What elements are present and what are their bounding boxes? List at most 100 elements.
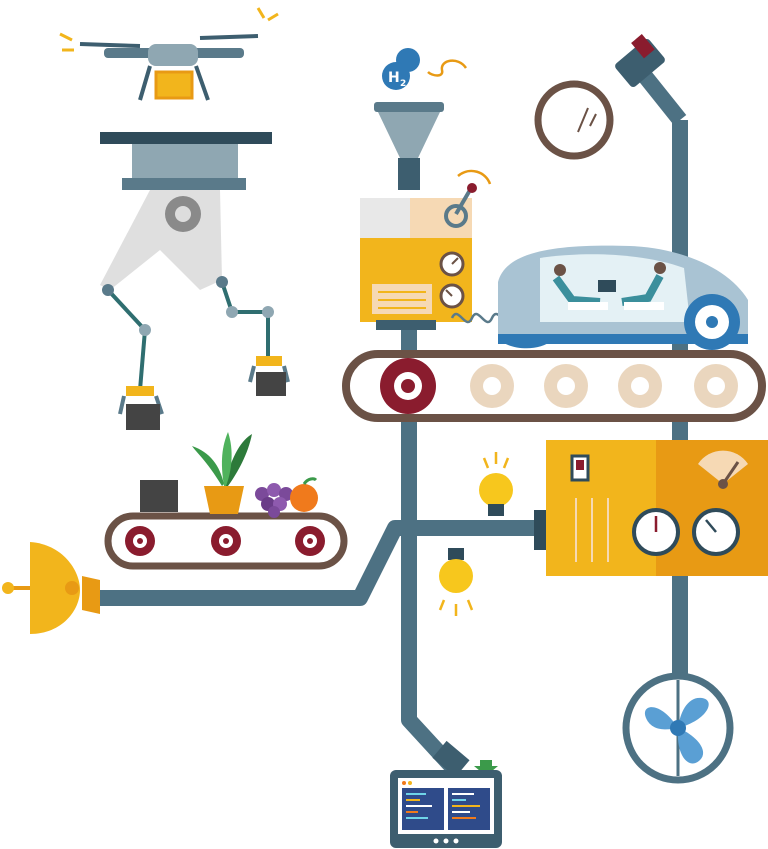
gauge-needle	[445, 289, 453, 297]
box-icon	[126, 404, 160, 430]
fan-blade	[677, 728, 704, 764]
cabinet-left-panel	[546, 440, 656, 576]
robot-right-arm	[220, 281, 270, 360]
box-icon	[140, 480, 178, 512]
robot-joint	[139, 324, 151, 336]
gear-icon	[211, 526, 241, 556]
horn-handle-knob	[2, 582, 14, 594]
magnifier-icon	[534, 34, 665, 160]
hydrogen-subscript: 2	[400, 79, 406, 89]
grapes-icon	[255, 483, 293, 518]
gear-icon	[295, 526, 325, 556]
lightbulb-icon	[438, 548, 474, 616]
horn-bell	[30, 542, 80, 634]
gear-icon	[125, 526, 155, 556]
top-conveyor-belt	[342, 350, 766, 422]
horn-cap	[82, 576, 100, 614]
passenger-body	[621, 274, 664, 306]
control-cabinet	[534, 440, 768, 576]
robot-mount-plate	[100, 132, 272, 144]
robot-joint	[226, 306, 238, 318]
magnifier-glare	[589, 113, 597, 127]
drone-body	[148, 44, 198, 66]
fan-blade	[678, 697, 709, 728]
magnifier-lens	[534, 80, 614, 160]
drone-motion-line	[59, 32, 73, 42]
lever-icon	[444, 169, 492, 228]
left-horizontal-pipe	[95, 520, 545, 606]
magnifier-cap	[631, 34, 655, 59]
fan-blade	[644, 707, 678, 730]
magnifier-arm-pipe	[633, 65, 687, 125]
download-arrow-icon	[474, 760, 498, 776]
robot-arm-icon	[100, 132, 290, 430]
drone-motion-line	[256, 7, 266, 19]
code-lines	[406, 793, 480, 819]
gauge-icon	[698, 450, 748, 484]
cabinet-connector	[534, 510, 548, 550]
drone-leg	[138, 65, 152, 101]
hydrogen-atom	[382, 62, 410, 90]
drone-motion-line	[267, 12, 279, 22]
robot-joint	[216, 276, 228, 288]
funnel-icon	[374, 102, 444, 190]
funnel-neck	[398, 158, 420, 190]
machine-body-top-left	[360, 198, 410, 242]
magnifier-glare	[577, 107, 589, 133]
gear-icon	[618, 364, 662, 408]
funnel-rim	[374, 102, 444, 112]
car-seat	[568, 302, 608, 310]
passenger-body	[552, 275, 601, 306]
window-dot	[408, 781, 412, 785]
funnel-cone	[378, 112, 440, 158]
fan-hub	[670, 720, 686, 736]
orange-icon	[290, 477, 318, 512]
car-rear-wheel-arch	[500, 340, 552, 349]
box-icon	[256, 372, 286, 396]
computer-screen-icon	[390, 740, 502, 848]
robot-mount-base	[122, 178, 246, 190]
screen-connector	[432, 740, 470, 778]
robot-arm-shade	[100, 190, 222, 290]
plant-icon	[192, 432, 252, 514]
drone-rotor	[199, 34, 259, 40]
horn-icon	[2, 542, 100, 634]
screen-button	[443, 838, 449, 844]
gear-icon	[470, 364, 514, 408]
gauge-pivot	[718, 479, 728, 489]
drone-icon	[59, 7, 279, 101]
production-machine	[360, 169, 514, 330]
hydrogen-arrow	[427, 59, 468, 77]
gauge-needle	[705, 519, 717, 533]
cabinet-switch-toggle	[576, 460, 584, 470]
gear-icon	[694, 364, 738, 408]
robot-mount-block	[132, 144, 238, 180]
gear-icon	[380, 358, 436, 414]
window-dot	[402, 781, 406, 785]
drone-rotor	[79, 42, 141, 48]
screen-button	[453, 838, 459, 844]
machine-base	[376, 320, 436, 330]
car-stripe	[498, 334, 748, 344]
drone-package	[154, 70, 194, 100]
laptop	[598, 280, 616, 292]
robot-joint	[102, 284, 114, 296]
robot-gripper	[256, 356, 282, 366]
car-icon	[498, 245, 748, 350]
hydrogen-symbol: H	[388, 70, 400, 86]
drone-leg	[194, 65, 210, 101]
screen-button	[433, 838, 439, 844]
lower-conveyor-belt	[104, 512, 348, 570]
lightbulb-icon	[479, 452, 513, 516]
robot-hub-inner	[175, 206, 191, 222]
robot-gripper	[126, 386, 154, 396]
car-seat	[624, 302, 664, 310]
car-front-wheel-hub	[706, 316, 718, 328]
robot-joint	[262, 306, 274, 318]
passenger-head	[554, 264, 566, 276]
fan-icon	[622, 672, 734, 784]
gear-icon	[544, 364, 588, 408]
passenger-head	[654, 262, 666, 274]
gauge-needle	[451, 257, 459, 265]
